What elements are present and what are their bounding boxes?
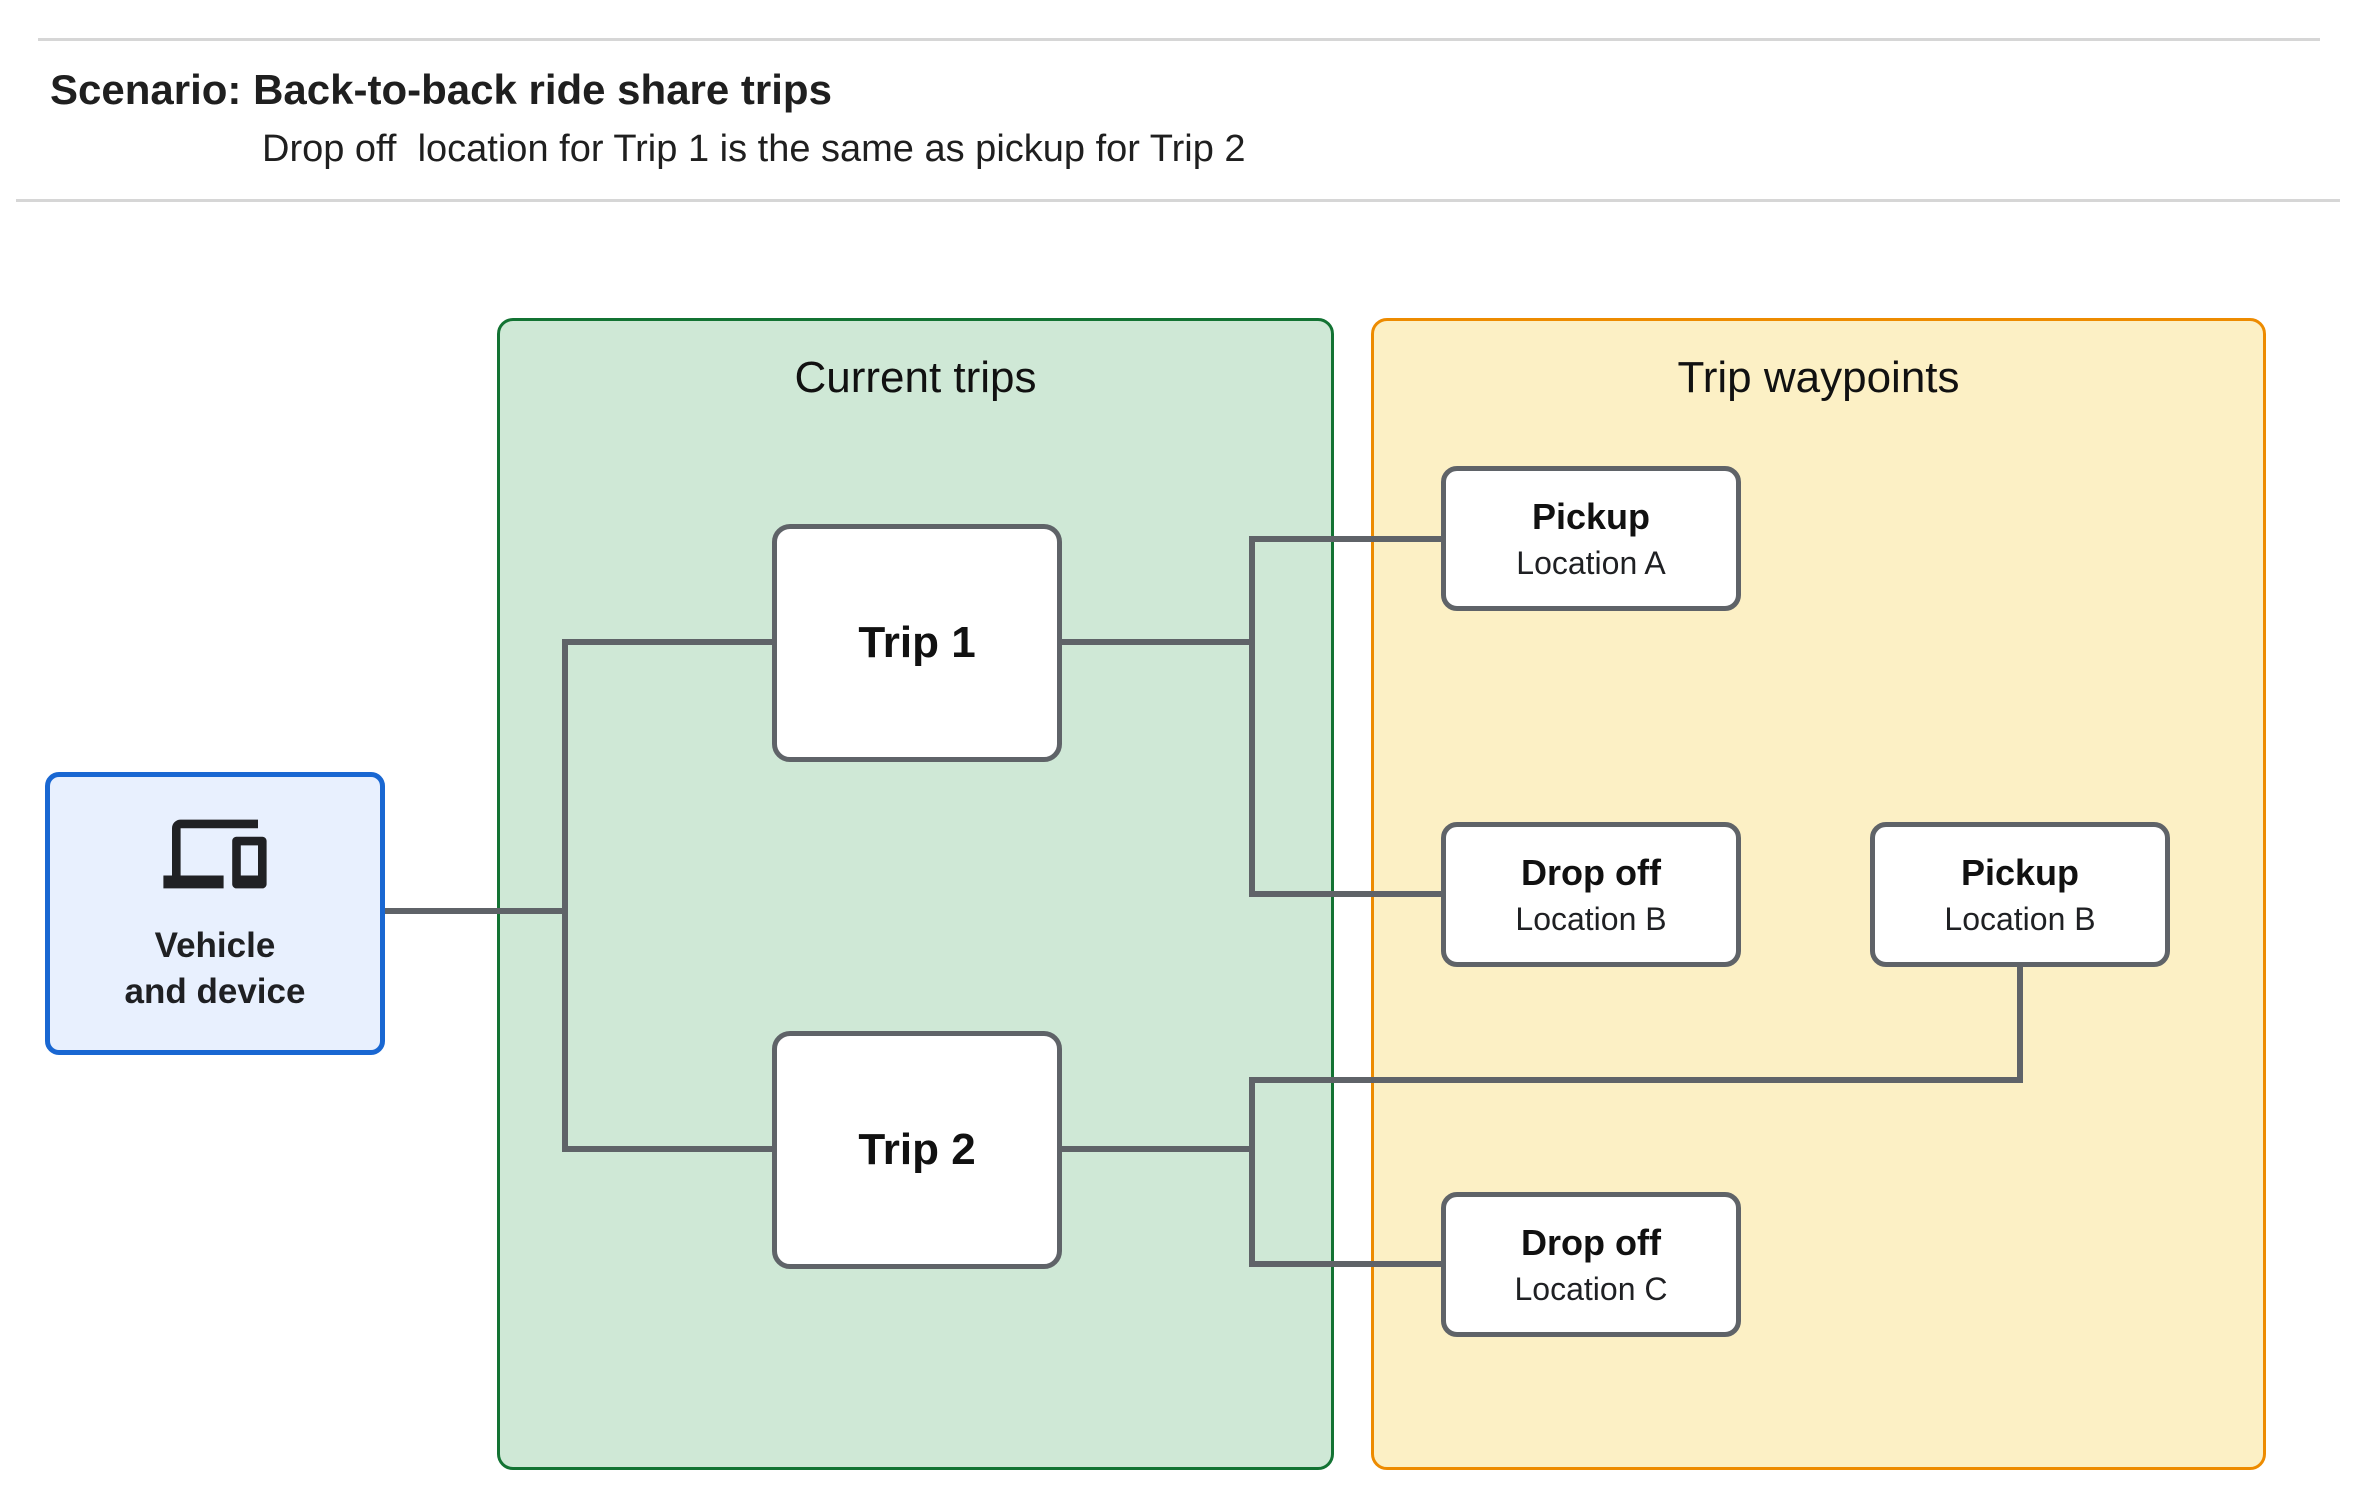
page-title: Scenario: Back-to-back ride share trips — [50, 66, 832, 113]
divider-top — [38, 38, 2320, 41]
waypoint-subtitle: Location B — [1515, 900, 1667, 937]
devices-icon — [163, 819, 267, 889]
vehicle-label-line2: and device — [124, 972, 306, 1012]
trip-2-node: Trip 2 — [772, 1031, 1062, 1269]
connector-pickupB-to-dropoffC — [1249, 967, 2023, 1267]
waypoint-subtitle: Location C — [1514, 1270, 1668, 1307]
waypoint-pickup-location-b: Pickup Location B — [1870, 822, 2170, 967]
waypoint-subtitle: Location B — [1944, 900, 2096, 937]
vehicle-label-line1: Vehicle — [154, 926, 276, 965]
vehicle-node-label: Vehicle and device — [125, 923, 306, 1015]
waypoint-title: Drop off — [1521, 851, 1661, 893]
waypoint-dropoff-location-b: Drop off Location B — [1441, 822, 1741, 967]
waypoint-title: Pickup — [1531, 495, 1651, 537]
connector-trip1-waypoints — [1249, 536, 1441, 897]
connector-junction-to-trips — [562, 639, 772, 1152]
waypoint-title: Pickup — [1960, 851, 2080, 893]
waypoint-subtitle: Location A — [1516, 544, 1666, 581]
divider-below-title — [16, 199, 2340, 202]
trip-1-label: Trip 1 — [858, 618, 976, 667]
waypoint-title: Drop off — [1521, 1221, 1661, 1263]
page-subtitle: Drop off location for Trip 1 is the same… — [262, 128, 1246, 170]
vehicle-and-device-node: Vehicle and device — [45, 772, 385, 1055]
group-trip-waypoints-label: Trip waypoints — [1677, 353, 1960, 402]
trip-1-node: Trip 1 — [772, 524, 1062, 762]
trip-2-label: Trip 2 — [858, 1125, 976, 1174]
group-current-trips: Current trips — [497, 318, 1334, 1470]
waypoint-pickup-location-a: Pickup Location A — [1441, 466, 1741, 611]
group-current-trips-label: Current trips — [794, 353, 1037, 402]
waypoint-dropoff-location-c: Drop off Location C — [1441, 1192, 1741, 1337]
